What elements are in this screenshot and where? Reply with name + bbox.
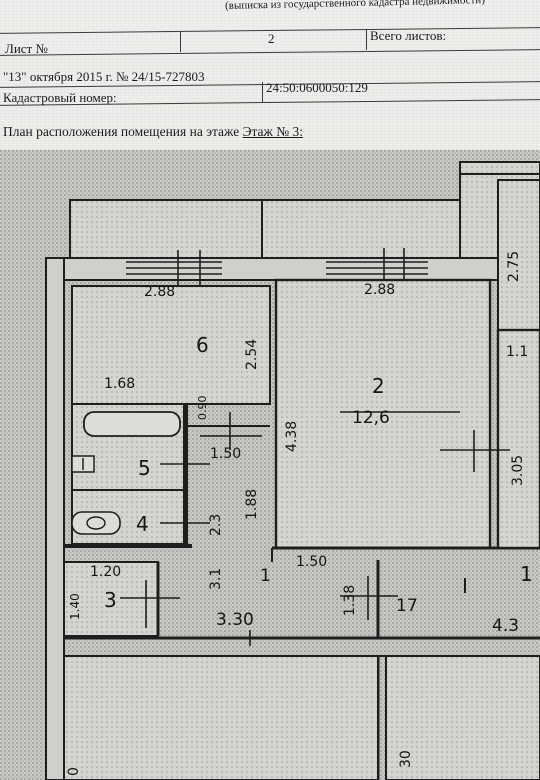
dim-room5-side: 1.88 (244, 488, 260, 520)
header-rule-2 (0, 49, 540, 56)
room-bottom-left (63, 655, 379, 780)
dim-room2-top: 2.88 (364, 282, 396, 298)
room-5-number: 5 (138, 456, 151, 480)
cadastral-label: Кадастровый номер: (3, 90, 117, 105)
room-3 (63, 561, 159, 637)
bathtub (83, 411, 181, 437)
plan-title: План расположения помещения на этаже Эта… (3, 124, 303, 140)
header-cell-divider (180, 31, 181, 52)
dim-bottom-mid: 30 (398, 750, 414, 768)
room-2-area: 12,6 (352, 408, 390, 428)
window-left (126, 250, 222, 288)
leader-lines (120, 411, 510, 646)
room-right-number: 1 (520, 562, 533, 586)
total-sheets-label: Всего листов: (370, 28, 447, 43)
plan-title-floor: Этаж № 3: (242, 124, 304, 139)
room-6-number: 6 (196, 333, 209, 357)
dim-room4-side: 2.3 (208, 513, 224, 536)
room-I-number: I (462, 574, 468, 598)
floor-plan: 6 2 12,6 5 4 3 1 17 I 1 2.88 2.88 2.54 1… (0, 150, 540, 780)
dim-room2-right: 3.05 (510, 454, 526, 486)
room-6 (71, 285, 271, 405)
dim-corridor-side: 3.1 (208, 567, 224, 590)
dim-right-partial: 1.1 (506, 344, 529, 360)
extract-note: (выписка из государственного кадастра не… (224, 0, 486, 12)
outer-wall-left (45, 257, 65, 780)
room-1-number: 1 (260, 566, 271, 586)
dim-room2-left: 4.38 (284, 420, 300, 452)
dim-corridor-bottom: 3.30 (216, 610, 254, 630)
dim-room6-top: 2.88 (144, 284, 176, 300)
plan-title-prefix: План расположения помещения на этаже (3, 124, 243, 139)
sheet-label: Лист № (5, 41, 48, 56)
room-2-number: 2 (372, 374, 385, 398)
dim-right-top: 2.75 (506, 250, 522, 282)
dim-room6-width: 1.68 (104, 376, 136, 392)
room-right (496, 328, 540, 550)
room-3-number: 3 (104, 588, 117, 612)
dim-corridor-side2: 1.38 (342, 584, 358, 616)
dim-corridor-width: 1.50 (296, 554, 328, 570)
room-bottom-right (385, 655, 540, 780)
header-cell-divider (366, 29, 367, 50)
dim-bath-small: 0.90 (196, 395, 209, 421)
cadastral-number: 24:50:0600050:129 (266, 80, 368, 95)
dim-room5-width: 1.50 (210, 446, 242, 462)
room-17-number: 17 (396, 596, 418, 616)
outer-wall-top (45, 257, 540, 281)
header-cell-divider (262, 82, 263, 102)
dim-room6-side: 2.54 (244, 338, 260, 370)
balcony (69, 199, 461, 259)
dim-room3-side: 1.40 (68, 593, 82, 620)
toilet (71, 511, 121, 535)
date-and-number: "13" октября 2015 г. № 24/15-727803 (3, 69, 205, 84)
floor-plan-drawing (0, 150, 540, 780)
dim-room3-width: 1.20 (90, 564, 122, 580)
room-2 (274, 278, 492, 550)
dim-bottom-left: 0 (66, 767, 82, 776)
room-4-number: 4 (136, 512, 149, 536)
sheet-number: 2 (268, 31, 275, 46)
dim-right-bottom: 4.3 (492, 616, 520, 636)
